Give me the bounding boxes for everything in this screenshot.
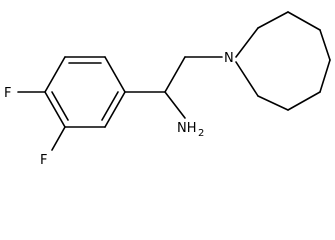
bond-c6-c1 [104,91,126,128]
atom-label-ring-nitrogen: N [224,51,234,66]
benzene-ring [44,56,126,128]
atom-label-fluorine-2: F [40,153,47,168]
bond-ring-c8-n [235,61,259,97]
bond-c3-c4 [44,56,66,93]
bond-c4-c5 [44,91,66,128]
bond-alpha-beta-carbon [164,56,186,93]
atom-label-amine: NH 2 [177,121,204,139]
double-bond-c4-c5 [51,91,69,121]
bond-ring-c4-c5 [319,29,331,61]
bond-c1-c2 [104,56,126,93]
azocane-ring [235,11,331,111]
bond-ring-c5-c6 [319,59,331,93]
bond-ring-c6-c7 [287,91,321,111]
atom-label-fluorine-1: F [4,86,11,101]
bond-c5-f2 [51,126,66,151]
molecule-structure: F F N NH 2 [4,11,331,168]
bond-n-c2 [235,27,259,58]
bond-alpha-carbon-amine [164,91,186,119]
bond-ring-c2-c3 [257,11,289,29]
bond-ring-c7-c8 [257,95,289,111]
amine-label-main: NH [177,121,197,136]
double-bond-c6-c1 [101,91,119,121]
bond-ring-c3-c4 [287,11,321,31]
amine-label-subscript: 2 [198,128,204,139]
